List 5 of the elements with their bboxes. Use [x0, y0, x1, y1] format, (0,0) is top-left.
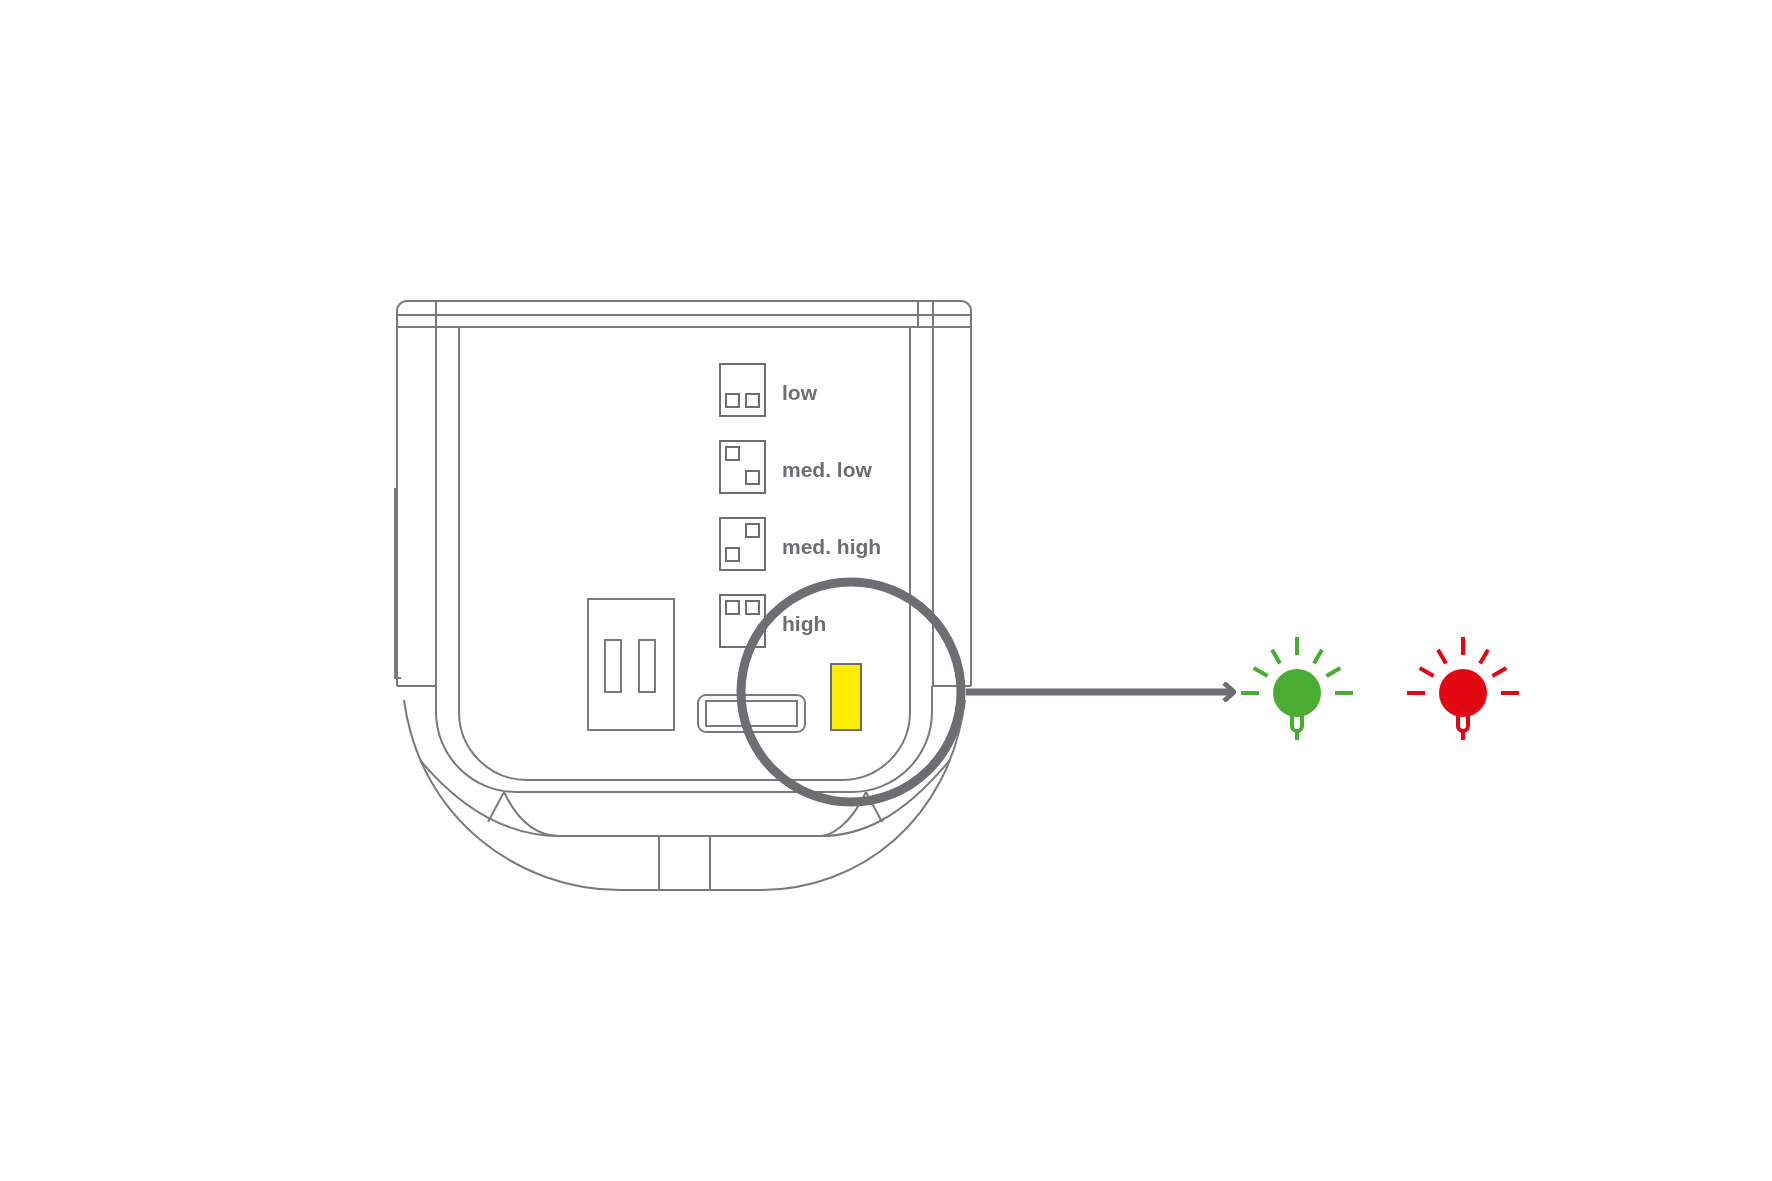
switch-position-label: high — [782, 613, 827, 634]
arrow — [966, 680, 1237, 704]
switch-position-label: low — [782, 382, 817, 403]
switch-position-label: med. low — [782, 459, 872, 480]
switch-position-label: med. high — [782, 536, 882, 557]
